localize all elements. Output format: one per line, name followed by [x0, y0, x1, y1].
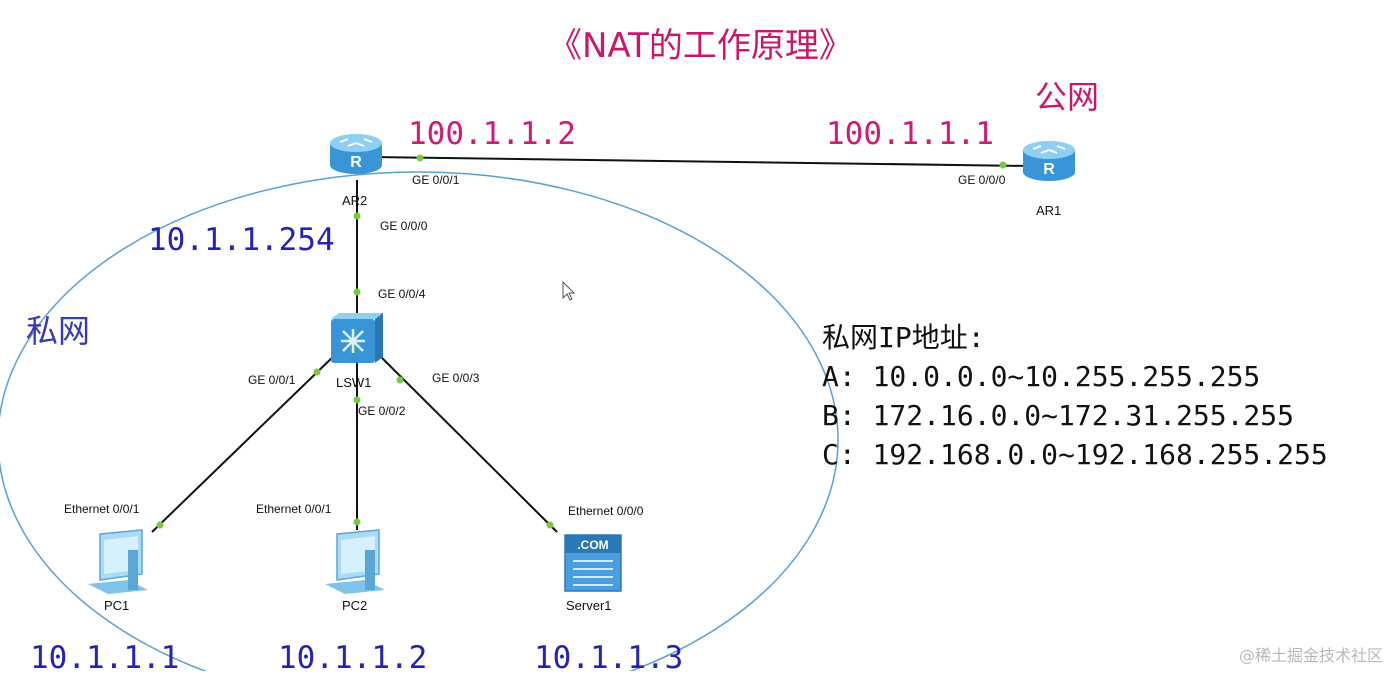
pc2-ip: 10.1.1.2	[278, 640, 428, 676]
private-network-label: 私网	[26, 312, 91, 350]
public-network-label: 公网	[1035, 78, 1100, 116]
port-label-pc2-eth: Ethernet 0/0/1	[256, 502, 332, 516]
private-ip-ranges-panel: 私网IP地址: A: 10.0.0.0~10.255.255.255 B: 17…	[822, 318, 1328, 474]
pc1-label: PC1	[104, 598, 130, 613]
page-title: 《NAT的工作原理》	[548, 26, 853, 66]
port-label-ar2-ge001: GE 0/0/1	[412, 173, 460, 187]
ar1-label: AR1	[1036, 203, 1062, 218]
port-dots	[156, 154, 1007, 529]
ar2-label: AR2	[342, 193, 368, 208]
private-network-boundary	[0, 171, 839, 671]
pc2-icon[interactable]	[325, 529, 385, 594]
port-label-ar1-ge000: GE 0/0/0	[958, 173, 1006, 187]
svg-text:R: R	[350, 154, 362, 171]
ar2-public-ip: 100.1.1.2	[408, 116, 576, 152]
port-label-lsw-ge002: GE 0/0/2	[358, 404, 406, 418]
link-ar2-ar1	[374, 156, 1031, 167]
port-label-server-eth: Ethernet 0/0/0	[568, 504, 644, 518]
private-ip-range-c: C: 192.168.0.0~192.168.255.255	[822, 438, 1328, 471]
router-ar2-icon[interactable]: R	[330, 134, 382, 174]
link-lsw1-pc1	[151, 351, 339, 533]
port-label-pc1-eth: Ethernet 0/0/1	[64, 502, 140, 516]
ar1-public-ip: 100.1.1.1	[826, 116, 994, 152]
switch-lsw1-icon[interactable]	[331, 313, 383, 363]
svg-text:R: R	[1043, 161, 1055, 178]
server1-icon[interactable]: .COM	[564, 534, 622, 592]
private-ip-ranges-heading: 私网IP地址:	[822, 321, 985, 354]
port-label-ar2-ge000: GE 0/0/0	[380, 219, 428, 233]
private-ip-range-b: B: 172.16.0.0~172.31.255.255	[822, 399, 1295, 432]
watermark: @稀土掘金技术社区	[1238, 646, 1383, 665]
port-label-lsw-ge003: GE 0/0/3	[432, 371, 480, 385]
port-label-lsw-ge001: GE 0/0/1	[248, 373, 296, 387]
router-ar1-icon[interactable]: R	[1023, 141, 1075, 181]
server1-ip: 10.1.1.3	[534, 640, 684, 676]
server1-label: Server1	[566, 598, 612, 613]
pc1-icon[interactable]	[88, 529, 148, 594]
mouse-cursor-icon	[562, 280, 576, 301]
private-ip-range-a: A: 10.0.0.0~10.255.255.255	[822, 360, 1261, 393]
lsw1-label: LSW1	[336, 375, 372, 390]
pc2-label: PC2	[342, 598, 368, 613]
pc1-ip: 10.1.1.1	[30, 640, 180, 676]
ar2-private-ip: 10.1.1.254	[148, 222, 335, 258]
link-lsw1-server1	[375, 351, 558, 533]
port-label-lsw-ge004: GE 0/0/4	[378, 287, 426, 301]
server-badge-text: .COM	[577, 538, 608, 552]
